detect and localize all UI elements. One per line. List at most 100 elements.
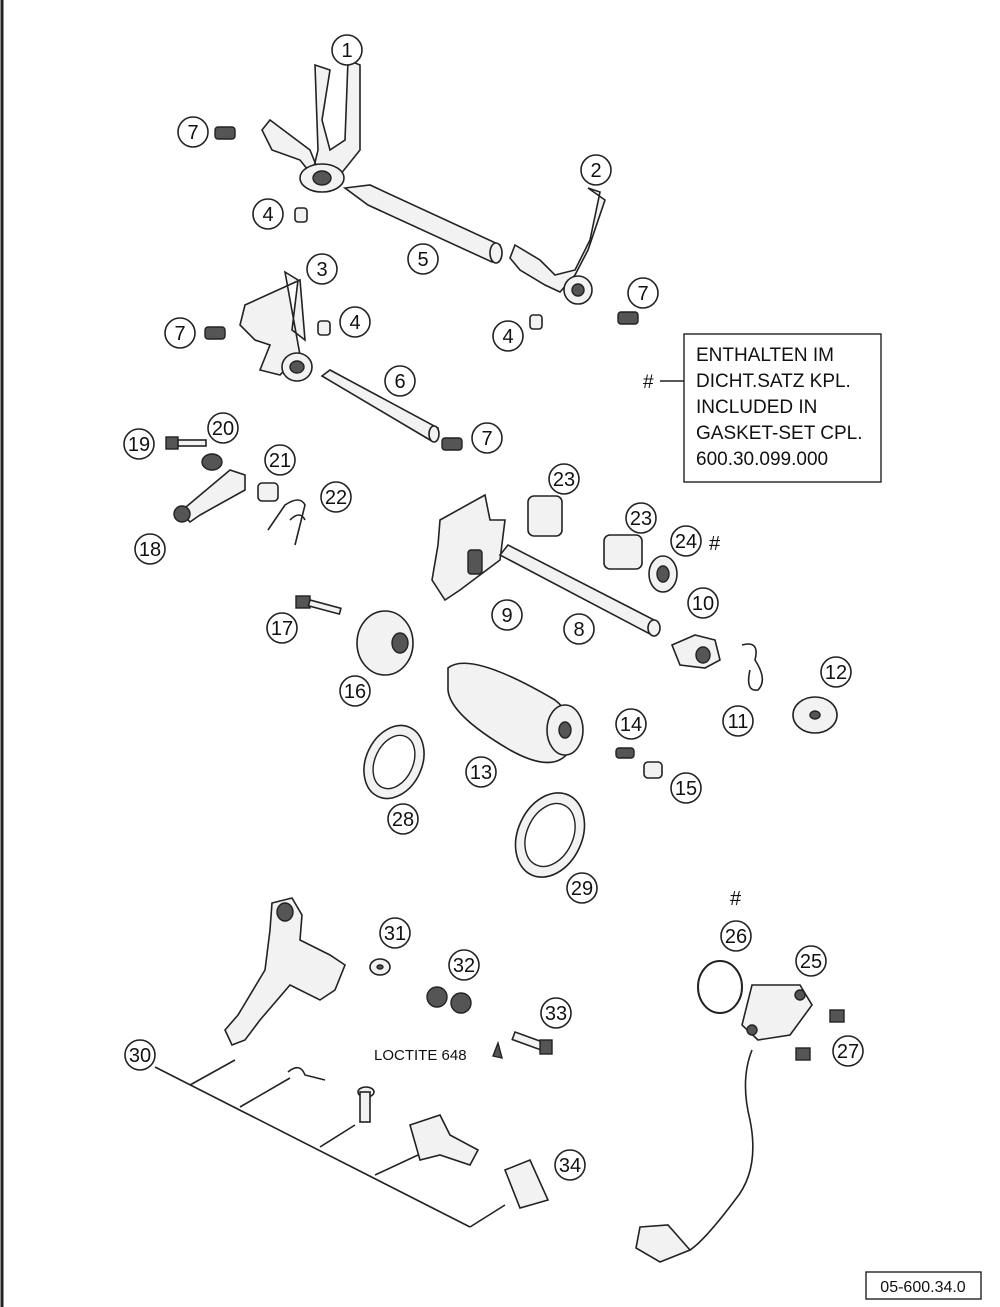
- callout-10: 10: [687, 587, 719, 619]
- callout-7: 7: [164, 317, 196, 349]
- note-line-1: ENTHALTEN IM: [696, 345, 834, 366]
- callout-18: 18: [134, 533, 166, 565]
- callout-32: 32: [448, 949, 480, 981]
- svg-text:11: 11: [728, 711, 749, 733]
- callout-3: 3: [306, 253, 338, 285]
- svg-text:12: 12: [825, 662, 847, 684]
- spring-7: [204, 126, 639, 451]
- lever-pin: [357, 1086, 375, 1123]
- svg-text:8: 8: [573, 619, 584, 641]
- callout-4: 4: [252, 198, 284, 230]
- callout-11: 11: [722, 705, 754, 737]
- callout-13: 13: [465, 756, 497, 788]
- svg-text:16: 16: [344, 681, 366, 703]
- note-line-5: 600.30.099.000: [696, 449, 828, 470]
- svg-text:31: 31: [384, 923, 406, 945]
- callout-4: 4: [492, 320, 524, 352]
- shift-fork-3: [239, 270, 313, 382]
- svg-text:27: 27: [837, 1041, 859, 1063]
- svg-text:1: 1: [341, 40, 352, 62]
- fork-rail-6: [320, 369, 440, 443]
- svg-text:3: 3: [316, 259, 327, 281]
- callout-21: 21: [264, 444, 296, 476]
- bush-21: [257, 482, 279, 502]
- note-line-2: DICHT.SATZ KPL.: [696, 371, 851, 392]
- callout-14: 14: [615, 708, 647, 740]
- note-marker: #: [643, 372, 654, 393]
- washer-12: [792, 696, 838, 734]
- callout-2: 2: [580, 154, 612, 186]
- callout-33: 33: [540, 997, 572, 1029]
- callout-27: 27: [832, 1035, 864, 1067]
- bearing-28: [363, 724, 425, 800]
- callout-19: 19: [123, 428, 155, 460]
- shift-fork-2: [509, 187, 606, 305]
- callout-8: 8: [563, 613, 595, 645]
- spring-9: [467, 549, 483, 575]
- svg-text:14: 14: [620, 714, 642, 736]
- shift-shaft-8: [431, 493, 661, 637]
- loctite-drop: [492, 1040, 503, 1059]
- svg-text:20: 20: [212, 418, 234, 440]
- svg-text:23: 23: [553, 469, 575, 491]
- svg-text:28: 28: [392, 809, 414, 831]
- callout-24: 24: [670, 525, 702, 557]
- callout-15: 15: [670, 772, 702, 804]
- svg-text:7: 7: [174, 323, 185, 345]
- svg-text:7: 7: [481, 428, 492, 450]
- svg-text:29: 29: [571, 878, 593, 900]
- lever-joint: [409, 1114, 480, 1166]
- callout-20: 20: [207, 412, 239, 444]
- svg-text:23: 23: [630, 508, 652, 530]
- callout-16: 16: [339, 675, 371, 707]
- drawing-number-box: [865, 1271, 982, 1300]
- svg-text:10: 10: [692, 593, 714, 615]
- screw-33: [511, 1030, 553, 1055]
- callout-26: 26: [720, 920, 752, 952]
- fork-rail-5: [342, 184, 503, 264]
- screw-17: [295, 595, 342, 616]
- svg-text:18: 18: [139, 539, 161, 561]
- svg-text:17: 17: [271, 618, 293, 640]
- svg-text:5: 5: [417, 249, 428, 271]
- o-ring-26: [697, 960, 743, 1014]
- guide-10: [670, 634, 721, 669]
- svg-text:2: 2: [590, 160, 601, 182]
- callout-23: 23: [625, 502, 657, 534]
- svg-text:32: 32: [453, 955, 475, 977]
- callout-6: 6: [384, 365, 416, 397]
- spring-11: [741, 643, 764, 691]
- svg-text:4: 4: [262, 204, 273, 226]
- washer-31: [369, 958, 391, 976]
- svg-text:13: 13: [470, 762, 492, 784]
- drawing-number: 05-600.34.0: [880, 1279, 966, 1296]
- shift-drum-13: [447, 662, 584, 764]
- shift-lever-30: [224, 897, 346, 1047]
- svg-text:9: 9: [501, 605, 512, 627]
- callout-31: 31: [379, 917, 411, 949]
- svg-text:26: 26: [725, 926, 747, 948]
- rubber-cap-34: [503, 1158, 550, 1209]
- lock-washer-32: [426, 986, 472, 1014]
- spring-22: [267, 499, 306, 546]
- callout-25: 25: [795, 945, 827, 977]
- callout-5: 5: [407, 243, 439, 275]
- note-line-3: INCLUDED IN: [696, 397, 817, 418]
- loctite-label: LOCTITE 648: [374, 1047, 467, 1064]
- callout-30: 30: [124, 1039, 156, 1071]
- gear-position-sensor-25: [635, 984, 813, 1263]
- svg-text:25: 25: [800, 951, 822, 973]
- svg-text:4: 4: [502, 326, 513, 348]
- guide-pin-4: [294, 207, 543, 336]
- callout-23: 23: [548, 463, 580, 495]
- locking-lever-18: [173, 469, 246, 524]
- callout-1: 1: [331, 34, 363, 66]
- callout-9: 9: [491, 599, 523, 631]
- shift-drum-locating-16: [356, 610, 414, 676]
- gasket-marker-26: #: [730, 888, 742, 910]
- callout-17: 17: [266, 612, 298, 644]
- callout-7: 7: [177, 116, 209, 148]
- bracket-leader-30: [154, 1059, 506, 1228]
- svg-text:30: 30: [129, 1045, 151, 1067]
